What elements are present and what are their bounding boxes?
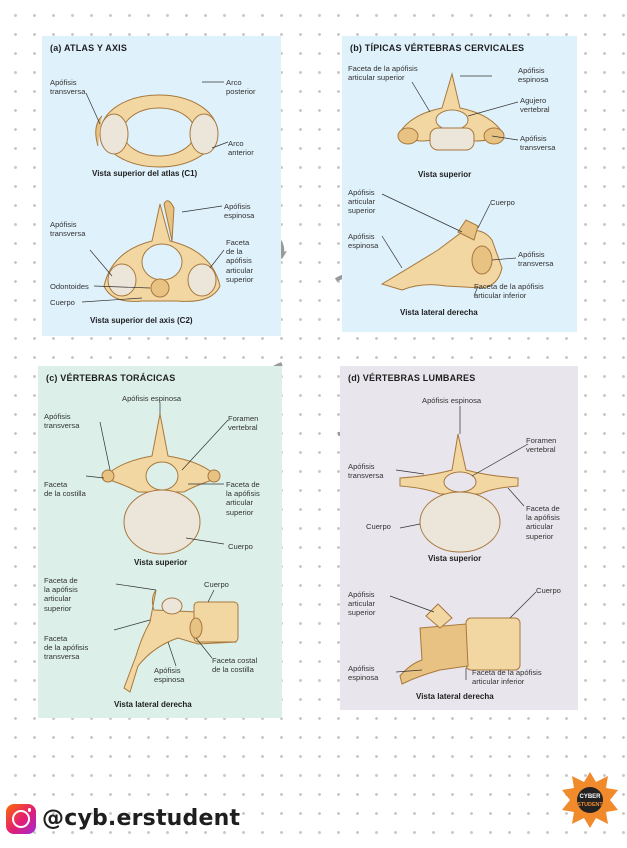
label-cuerpo-lumbar-lateral: Cuerpo xyxy=(536,586,561,595)
label-apofisis-espinosa-toracica: Apófisis espinosa xyxy=(122,394,181,403)
axis-drawing xyxy=(104,201,220,302)
caption-lumbar-lateral: Vista lateral derecha xyxy=(416,692,494,701)
label-faceta-costal: Faceta costal de la costilla xyxy=(212,656,257,674)
instagram-icon xyxy=(6,804,36,834)
label-apofisis-espinosa-cervical: Apófisis espinosa xyxy=(518,66,548,84)
label-apofisis-transversa-cervical: Apófisis transversa xyxy=(520,134,555,152)
label-agujero-vertebral: Agujero vertebral xyxy=(520,96,550,114)
caption-axis: Vista superior del axis (C2) xyxy=(90,316,193,325)
label-apofisis-transversa-cervical-lateral: Apófisis transversa xyxy=(518,250,553,268)
label-cuerpo-toracica: Cuerpo xyxy=(228,542,253,551)
label-faceta-inferior-cervical: Faceta de la apófisis articular inferior xyxy=(474,282,544,300)
label-odontoides: Odontoides xyxy=(50,282,89,291)
caption-lumbar-superior: Vista superior xyxy=(428,554,481,563)
label-faceta-inferior-lumbar: Faceta de la apófisis articular inferior xyxy=(472,668,542,686)
label-apofisis-transversa-atlas: Apófisis transversa xyxy=(50,78,85,96)
label-faceta-apofisis-toracica-lateral: Faceta de la apófisis articular superior xyxy=(44,576,78,613)
instagram-handle[interactable]: @cyb.erstudent xyxy=(42,806,240,831)
panel-atlas-axis: (a) ATLAS Y AXIS A xyxy=(42,36,281,336)
label-faceta-apofisis-lumbar: Faceta de la apófisis articular superior xyxy=(526,504,560,541)
label-faceta-apofisis-toracica: Faceta de la apófisis articular superior xyxy=(226,480,260,517)
label-apofisis-espinosa-lumbar-lateral: Apófisis espinosa xyxy=(348,664,378,682)
svg-text:STUDENT: STUDENT xyxy=(577,802,603,808)
label-arco-anterior: Arco anterior xyxy=(228,139,254,157)
panel-cervicales: (b) TÍPICAS VÉRTEBRAS CERVICALES Faceta … xyxy=(342,36,577,332)
label-cuerpo-lumbar: Cuerpo xyxy=(366,522,391,531)
label-faceta-articular-axis: Faceta de la apófisis articular superior xyxy=(226,238,253,284)
caption-toracica-lateral: Vista lateral derecha xyxy=(114,700,192,709)
atlas-drawing xyxy=(96,95,218,167)
svg-text:CYBER: CYBER xyxy=(579,794,601,800)
label-apofisis-transversa-lumbar: Apófisis transversa xyxy=(348,462,383,480)
label-cuerpo-cervical: Cuerpo xyxy=(490,198,515,207)
label-foramen-vertebral-lumbar: Foramen vertebral xyxy=(526,436,556,454)
label-apofisis-espinosa-cervical-lateral: Apófisis espinosa xyxy=(348,232,378,250)
label-foramen-vertebral-toracica: Foramen vertebral xyxy=(228,414,258,432)
caption-cervical-lateral: Vista lateral derecha xyxy=(400,308,478,317)
label-cuerpo-toracica-lateral: Cuerpo xyxy=(204,580,229,589)
label-arco-posterior: Arco posterior xyxy=(226,78,256,96)
panel-toracicas: (c) VÉRTEBRAS TORÁCICAS xyxy=(38,366,282,718)
lumbar-superior-drawing xyxy=(400,434,518,552)
label-faceta-transversa: Faceta de la apófisis transversa xyxy=(44,634,88,662)
caption-toracica-superior: Vista superior xyxy=(134,558,187,567)
label-cuerpo-axis: Cuerpo xyxy=(50,298,75,307)
label-apofisis-articular-superior-lumbar: Apófisis articular superior xyxy=(348,590,375,618)
label-apofisis-espinosa-axis: Apófisis espinosa xyxy=(224,202,254,220)
cyberstudent-sticker-logo: CYBER STUDENT xyxy=(560,770,620,830)
label-apofisis-transversa-toracica: Apófisis transversa xyxy=(44,412,79,430)
label-apofisis-articular-superior-cervical: Apófisis articular superior xyxy=(348,188,375,216)
label-faceta-costilla: Faceta de la costilla xyxy=(44,480,86,498)
cervical-lateral-drawing xyxy=(382,220,502,290)
label-apofisis-transversa-axis: Apófisis transversa xyxy=(50,220,85,238)
label-apofisis-espinosa-toracica-lateral: Apófisis espinosa xyxy=(154,666,184,684)
caption-cervical-superior: Vista superior xyxy=(418,170,471,179)
label-faceta-apofisis-cervical: Faceta de la apófisis articular superior xyxy=(348,64,418,82)
label-apofisis-espinosa-lumbar: Apófisis espinosa xyxy=(422,396,481,405)
panel-lumbares: (d) VÉRTEBRAS LUMBARES Apófisis espinosa… xyxy=(340,366,578,710)
caption-atlas: Vista superior del atlas (C1) xyxy=(92,169,197,178)
